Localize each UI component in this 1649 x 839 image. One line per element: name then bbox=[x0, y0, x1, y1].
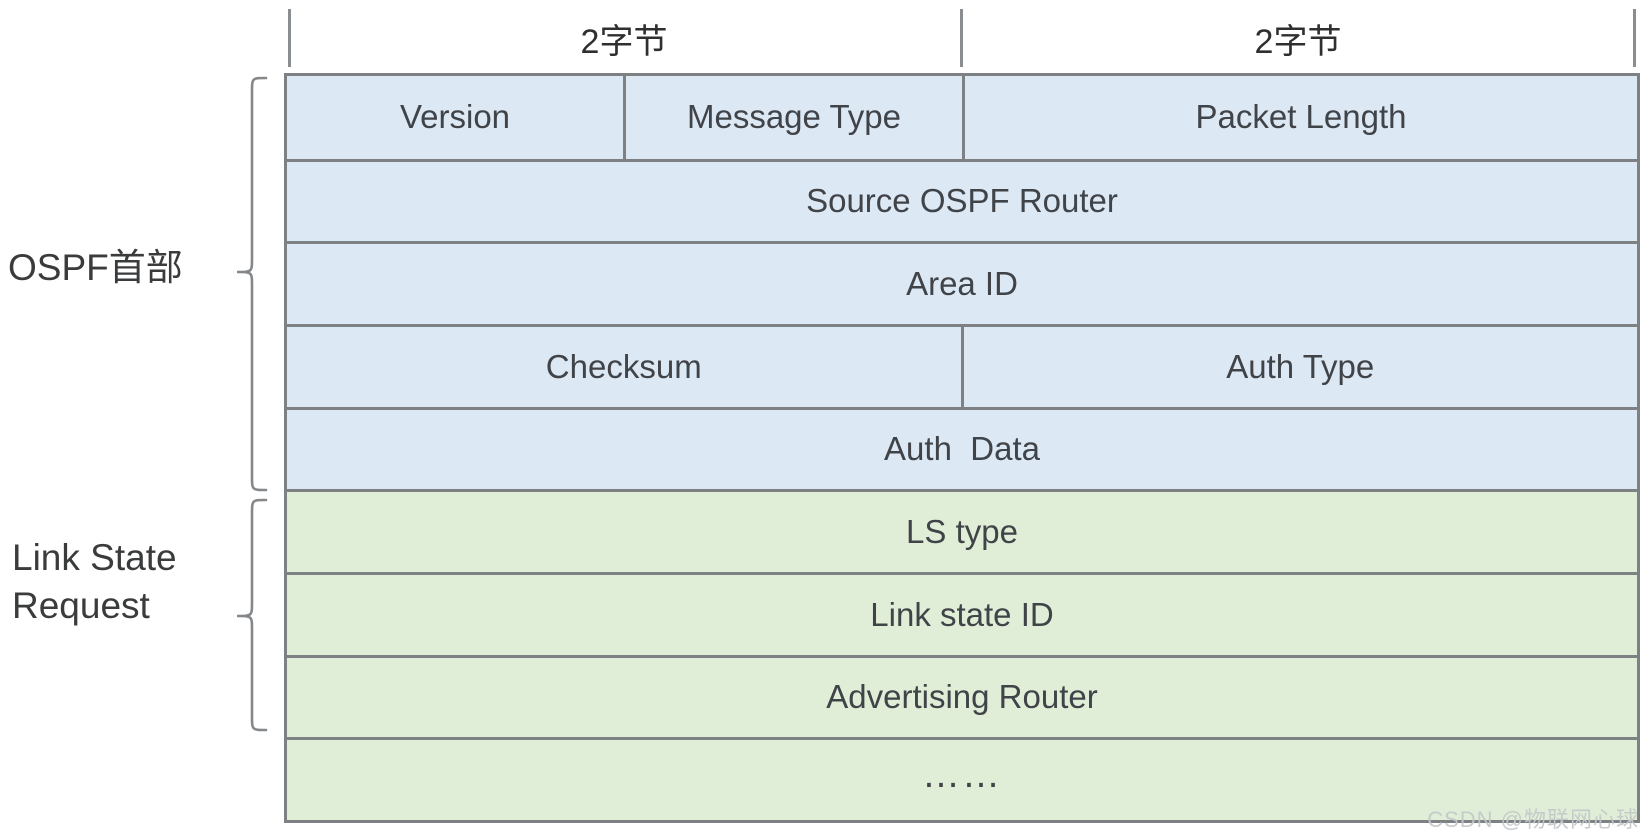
table-row: Source OSPF Router bbox=[287, 158, 1637, 242]
field-packet-length: Packet Length bbox=[962, 76, 1637, 159]
link-state-request-label-line2: Request bbox=[12, 585, 150, 626]
field-continuation-dots: …… bbox=[287, 740, 1637, 820]
section-braces bbox=[236, 76, 268, 732]
byte-scale-tick-middle bbox=[960, 9, 963, 67]
field-auth-type: Auth Type bbox=[960, 326, 1637, 407]
byte-scale-tick-right bbox=[1633, 9, 1636, 67]
ospf-header-brace bbox=[236, 76, 268, 492]
table-row: …… bbox=[287, 737, 1637, 820]
field-auth-data: Auth Data bbox=[287, 409, 1637, 490]
field-version: Version bbox=[287, 76, 623, 159]
field-area-id: Area ID bbox=[287, 244, 1637, 324]
ospf-header-section-label: OSPF首部 bbox=[8, 247, 183, 288]
table-row: Area ID bbox=[287, 241, 1637, 324]
field-source-ospf-router: Source OSPF Router bbox=[287, 161, 1637, 242]
csdn-watermark: CSDN @物联网心球 bbox=[1427, 807, 1639, 832]
field-message-type: Message Type bbox=[623, 76, 962, 159]
field-checksum: Checksum bbox=[287, 326, 961, 407]
byte-scale-label-right: 2字节 bbox=[1254, 22, 1342, 61]
table-row: LS type bbox=[287, 489, 1637, 572]
field-advertising-router: Advertising Router bbox=[287, 657, 1637, 738]
packet-structure-table: Version Message Type Packet Length Sourc… bbox=[284, 73, 1640, 823]
table-row: Checksum Auth Type bbox=[287, 323, 1637, 407]
field-link-state-id: Link state ID bbox=[287, 574, 1637, 655]
table-row: Auth Data bbox=[287, 406, 1637, 490]
link-state-request-label-line1: Link State bbox=[12, 537, 177, 578]
field-ls-type: LS type bbox=[287, 492, 1637, 572]
link-state-request-brace bbox=[236, 498, 268, 732]
link-state-request-section-label: Link State Request bbox=[12, 534, 177, 630]
byte-scale-tick-left bbox=[288, 9, 291, 67]
table-row: Version Message Type Packet Length bbox=[287, 76, 1637, 159]
byte-scale-label-left: 2字节 bbox=[580, 22, 668, 61]
table-row: Link state ID bbox=[287, 571, 1637, 655]
table-row: Advertising Router bbox=[287, 654, 1637, 738]
